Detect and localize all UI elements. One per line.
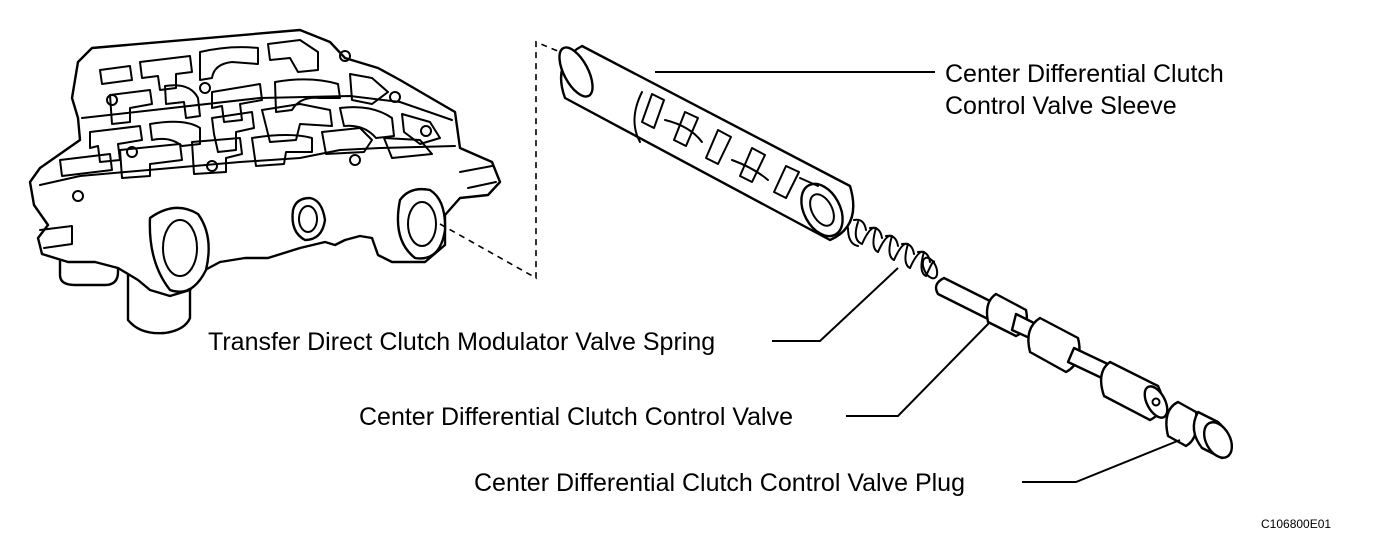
label-spring: Transfer Direct Clutch Modulator Valve S… [208,328,715,356]
valve-plug [1165,400,1234,460]
valve-body [28,28,502,335]
label-plug: Center Differential Clutch Control Valve… [474,469,965,497]
label-sleeve-line1: Center Differential Clutch [945,60,1224,88]
figure-code: C106800E01 [1261,517,1331,531]
label-valve: Center Differential Clutch Control Valve [359,403,793,431]
control-valve [934,276,1169,422]
alignment-line [439,40,561,280]
valve-spring [847,218,939,280]
valve-sleeve [558,44,855,242]
leader-plug [1022,439,1181,483]
leader-spring [772,267,899,342]
leader-valve [846,321,991,417]
label-sleeve-line2: Control Valve Sleeve [945,92,1177,120]
